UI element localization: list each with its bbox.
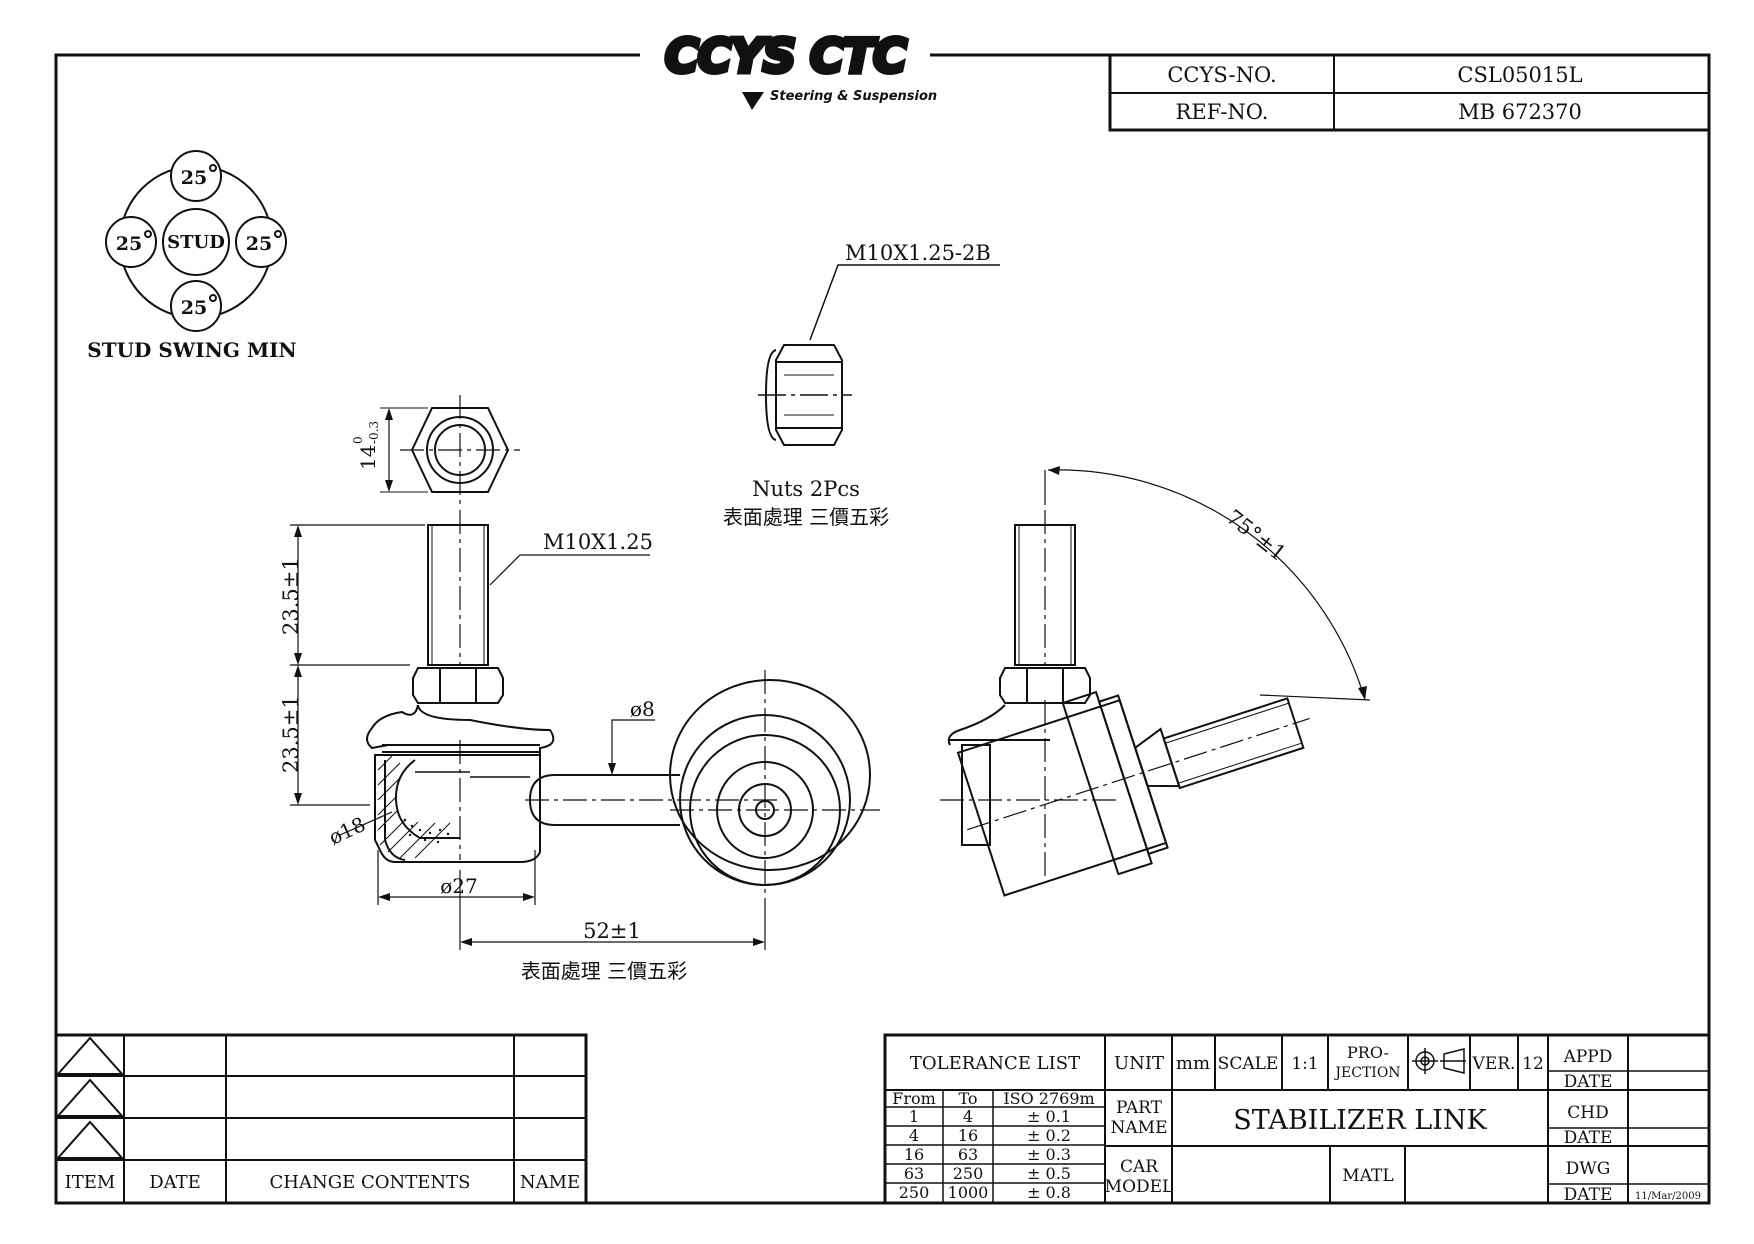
sheet-border (54, 53, 1711, 1205)
nut-thread-spec: M10X1.25-2B (845, 241, 991, 265)
title-block (883, 1033, 1711, 1205)
chd-label: CHD (1567, 1103, 1608, 1123)
tol-row-2-from: 4 (909, 1126, 919, 1145)
socket-diameter-label: ø27 (440, 874, 478, 898)
link-eye-front (669, 670, 880, 900)
logo-triangle (742, 92, 764, 110)
logo-tagline: Steering & Suspension (770, 89, 937, 104)
ver-value: 12 (1522, 1054, 1544, 1074)
brand-logo: CCYS CTC Steering & Suspension (663, 27, 937, 110)
tol-header-to: To (958, 1089, 977, 1108)
ball-diameter-label: ø18 (325, 812, 369, 850)
matl-label: MATL (1342, 1166, 1393, 1186)
tol-row-3-iso: ± 0.3 (1027, 1145, 1071, 1164)
tol-row-5-iso: ± 0.8 (1027, 1183, 1071, 1202)
logo-text: CCYS CTC (665, 29, 907, 83)
unit-label: UNIT (1114, 1053, 1164, 1074)
swing-angle-bottom: 25 (181, 297, 207, 319)
swing-angle-left: 25 (116, 233, 142, 255)
socket-section-hatch (377, 755, 451, 859)
shaft-diameter-label: ø8 (630, 697, 655, 721)
dim-upper-stud: 23.5±1 (279, 557, 303, 635)
tol-row-1-from: 1 (909, 1107, 919, 1126)
appd-label: APPD (1563, 1047, 1613, 1067)
projection-label-line1: PRO- (1347, 1043, 1389, 1062)
revision-table (54, 1033, 588, 1205)
rev-header-item: ITEM (65, 1172, 116, 1193)
dimension-arrows (294, 525, 765, 946)
grease-dots (403, 818, 450, 844)
stud-swing-labels: STUD 25 25 25 25 STUD SWING MIN (87, 164, 297, 362)
dwg-label: DWG (1566, 1159, 1611, 1179)
main-view-dimensions (290, 524, 766, 950)
ref-no-value: MB 672370 (1458, 100, 1582, 124)
tol-row-5-from: 250 (899, 1183, 930, 1202)
tol-row-5-to: 1000 (948, 1183, 989, 1202)
dim-lower-stud: 23.5±1 (279, 695, 303, 773)
stud-center-label: STUD (167, 232, 225, 253)
link-shaft (525, 774, 780, 826)
dwg-date-label: DATE (1564, 1185, 1613, 1205)
part-name-label-line2: NAME (1111, 1118, 1168, 1138)
ccys-no-value: CSL05015L (1457, 63, 1582, 87)
tol-row-2-to: 16 (958, 1126, 978, 1145)
car-model-label-line2: MODEL (1105, 1177, 1174, 1197)
nut-view (758, 264, 1000, 446)
tol-row-4-iso: ± 0.5 (1027, 1164, 1071, 1183)
hex-tol-upper: 0 (351, 436, 365, 444)
hex-dim-label: 14 (356, 445, 380, 470)
nut-finish-label: 表面處理 三價五彩 (723, 505, 889, 529)
projection-symbol (1412, 1048, 1466, 1074)
tol-row-3-to: 63 (958, 1145, 978, 1164)
tol-row-1-to: 4 (963, 1107, 973, 1126)
tol-row-4-to: 250 (953, 1164, 984, 1183)
rev-header-change: CHANGE CONTENTS (270, 1172, 471, 1193)
dwg-date-value: 11/Mar/2009 (1635, 1191, 1701, 1202)
tolerance-title: TOLERANCE LIST (910, 1053, 1080, 1074)
part-name-value: STABILIZER LINK (1233, 1105, 1487, 1136)
nut-qty-label: Nuts 2Pcs (752, 477, 860, 501)
part-name-label-line1: PART (1116, 1098, 1163, 1118)
stud-swing-diagram (105, 150, 287, 332)
revision-table-headers: ITEM DATE CHANGE CONTENTS NAME (65, 1172, 581, 1193)
appd-date-label: DATE (1564, 1072, 1613, 1092)
ref-no-label: REF-NO. (1176, 100, 1269, 124)
header-table: CCYS-NO. CSL05015L REF-NO. MB 672370 (1108, 53, 1711, 132)
swing-angle-top: 25 (181, 167, 207, 189)
degree-marks (144, 164, 282, 302)
tol-header-from: From (892, 1089, 936, 1108)
tol-row-1-iso: ± 0.1 (1027, 1107, 1071, 1126)
chd-date-label: DATE (1564, 1128, 1613, 1148)
side-view (940, 469, 1371, 897)
tol-row-2-iso: ± 0.2 (1027, 1126, 1071, 1145)
car-model-label-line1: CAR (1120, 1157, 1159, 1177)
swing-angle-right: 25 (246, 233, 272, 255)
scale-value: 1:1 (1291, 1054, 1318, 1074)
stud-assembly (366, 510, 555, 863)
rev-header-date: DATE (149, 1172, 201, 1193)
tol-row-3-from: 16 (904, 1145, 924, 1164)
projection-label-line2: JECTION (1333, 1065, 1400, 1081)
ver-label: VER. (1472, 1054, 1516, 1074)
stud-swing-title: STUD SWING MIN (87, 338, 296, 362)
length-label: 52±1 (583, 919, 641, 943)
hex-tol-lower: -0.3 (367, 421, 381, 444)
stud-thread-label: M10X1.25 (543, 530, 653, 554)
tol-header-iso: ISO 2769m (1003, 1089, 1094, 1108)
angle-arrows (1048, 466, 1367, 700)
title-block-text: TOLERANCE LIST From To ISO 2769m 1 4 ± 0… (892, 1043, 1701, 1205)
hex-nut-top-view (380, 395, 520, 505)
rev-header-name: NAME (520, 1172, 580, 1193)
main-finish-label: 表面處理 三價五彩 (521, 959, 687, 983)
unit-value: mm (1176, 1053, 1210, 1074)
ccys-no-label: CCYS-NO. (1167, 63, 1276, 87)
tol-row-4-from: 63 (904, 1164, 924, 1183)
swing-angle-label: 75°±1 (1222, 505, 1291, 566)
scale-label: SCALE (1218, 1054, 1279, 1074)
